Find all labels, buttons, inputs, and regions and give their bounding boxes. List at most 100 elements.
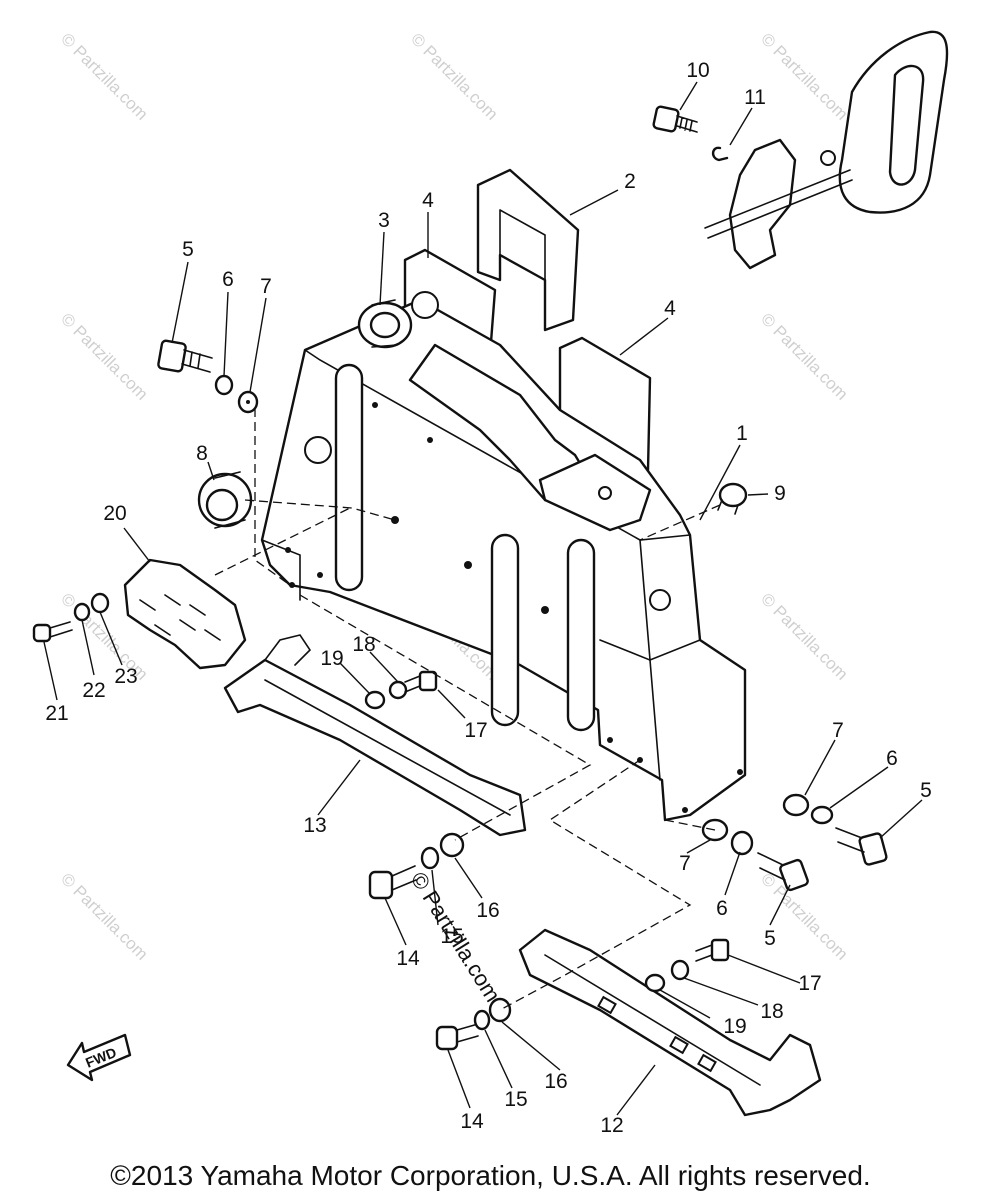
washer-16-lower — [488, 997, 512, 1023]
washer-19-upper — [364, 690, 386, 710]
washer-center — [246, 400, 250, 404]
slot-middle — [490, 533, 520, 727]
callout-19-upper: 19 — [320, 647, 343, 670]
callout-8: 8 — [196, 442, 208, 465]
callout-15-upper: 15 — [440, 925, 463, 948]
rail-13-flange — [264, 634, 312, 666]
bolt-5-upper — [157, 339, 213, 373]
rivet — [682, 807, 688, 813]
callout-9: 9 — [774, 482, 786, 505]
callout-14-lower: 14 — [460, 1110, 484, 1133]
rivet — [427, 437, 433, 443]
plate-2-inner — [499, 209, 546, 281]
watermark-center: © Partzilla.com — [406, 867, 506, 1006]
tab-hole — [598, 486, 612, 500]
rivet — [541, 606, 549, 614]
callout-5-upper: 5 — [182, 238, 194, 261]
rivet — [317, 572, 323, 578]
washer-6-lower — [730, 830, 754, 856]
watermark-2: © Partzilla.com — [407, 29, 501, 123]
washer-22 — [73, 602, 91, 622]
bolt-10 — [652, 105, 698, 133]
washer-18-lower — [670, 959, 690, 981]
watermark-6: © Partzilla.com — [757, 309, 851, 403]
rail-13-edge — [264, 679, 511, 816]
bracket-edge-4 — [261, 539, 301, 601]
watermark-3: © Partzilla.com — [757, 29, 851, 123]
cap-9 — [717, 482, 748, 515]
callout-6-right: 6 — [886, 747, 898, 770]
washer-15-upper — [420, 846, 440, 870]
bolt-17-upper — [404, 670, 438, 693]
washer-6-right — [810, 805, 834, 825]
washer-6-upper — [214, 374, 234, 396]
rivet — [289, 582, 295, 588]
callout-2: 2 — [624, 170, 636, 193]
rail-12-slot-b — [669, 1035, 689, 1055]
washer-7-right — [782, 793, 810, 817]
callout-11: 11 — [744, 86, 766, 109]
callout-4-right: 4 — [664, 297, 676, 320]
rail-12-edge — [544, 954, 761, 1086]
rail-12 — [518, 928, 822, 1117]
callout-13: 13 — [303, 814, 326, 837]
rivet — [285, 547, 291, 553]
screw-21 — [32, 621, 73, 643]
body-hole-bushing-8 — [304, 436, 332, 464]
callout-5-lower: 5 — [764, 927, 776, 950]
slot-right — [566, 538, 596, 732]
body-hole-bushing-3 — [411, 291, 439, 319]
washer-19-lower — [644, 973, 666, 993]
rivet — [464, 561, 472, 569]
assembly-guides — [214, 408, 716, 1011]
callout-5-right: 5 — [920, 779, 932, 802]
handle-pin — [820, 150, 836, 166]
rivet — [391, 516, 399, 524]
rivet — [737, 769, 743, 775]
bolt-14-upper — [368, 865, 417, 900]
callout-14-upper: 14 — [396, 947, 420, 970]
clip-20-teeth — [139, 594, 221, 641]
clamp-handle-assembly — [704, 30, 949, 270]
callout-16-lower: 16 — [544, 1070, 567, 1093]
callout-7-lower: 7 — [679, 852, 691, 875]
bolt-5-lower — [757, 852, 809, 892]
rail-12-slot-c — [697, 1053, 717, 1073]
handle-shaft — [704, 169, 853, 239]
callout-23: 23 — [114, 665, 137, 688]
handle-bracket — [728, 138, 797, 270]
callout-20: 20 — [103, 502, 126, 525]
callout-1: 1 — [736, 422, 748, 445]
washer-18-upper — [388, 680, 408, 700]
rivet — [372, 402, 378, 408]
washer-15-lower — [473, 1009, 491, 1031]
rail-12-slot-a — [597, 995, 617, 1015]
watermark-4: © Partzilla.com — [57, 309, 151, 403]
watermark-9: © Partzilla.com — [757, 589, 851, 683]
callout-12: 12 — [600, 1114, 623, 1137]
callout-15-lower: 15 — [504, 1088, 527, 1111]
copyright-notice: ©2013 Yamaha Motor Corporation, U.S.A. A… — [110, 1160, 871, 1191]
rail-13 — [223, 658, 527, 837]
clip-11 — [711, 146, 729, 162]
clip-20 — [123, 558, 247, 670]
callout-7-upper: 7 — [260, 275, 272, 298]
callout-17-upper: 17 — [464, 719, 487, 742]
bushing-3 — [357, 299, 413, 349]
fwd-arrow-icon: FWD — [66, 1033, 132, 1082]
callout-7-right: 7 — [832, 719, 844, 742]
callout-18-lower: 18 — [760, 1000, 783, 1023]
watermark-1: © Partzilla.com — [57, 29, 151, 123]
callout-16-upper: 16 — [476, 899, 499, 922]
callout-22: 22 — [82, 679, 105, 702]
callout-19-lower: 19 — [723, 1015, 746, 1038]
bracket-edge-1 — [304, 349, 691, 541]
bolt-5-right — [835, 827, 888, 866]
callout-17-lower: 17 — [798, 972, 821, 995]
callout-4-top: 4 — [422, 189, 434, 212]
callout-18-upper: 18 — [352, 633, 375, 656]
callout-10: 10 — [686, 59, 709, 82]
callout-6-upper: 6 — [222, 268, 234, 291]
washer-23 — [90, 592, 110, 614]
